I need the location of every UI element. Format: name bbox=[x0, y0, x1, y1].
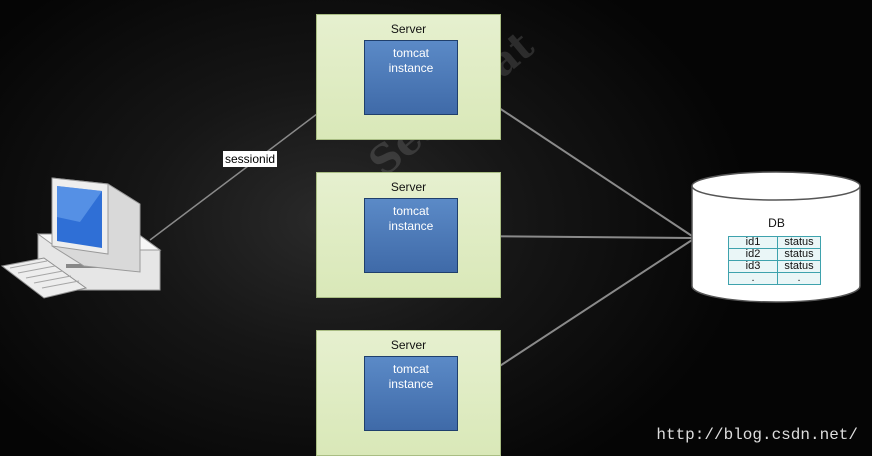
table-cell-id: id1 bbox=[728, 236, 778, 249]
instance-label: instance bbox=[388, 219, 434, 233]
computer-icon bbox=[0, 177, 162, 299]
table-cell-status: . bbox=[777, 272, 821, 285]
table-cell-status: status bbox=[777, 260, 821, 273]
table-cell-status: status bbox=[777, 248, 821, 261]
sessionid-label: sessionid bbox=[223, 151, 278, 167]
instance-label: instance bbox=[388, 61, 434, 75]
tomcat-label: tomcat bbox=[392, 362, 429, 376]
table-cell-id: id2 bbox=[728, 248, 778, 261]
session-table: id1 status id2 status id3 status . . bbox=[728, 236, 821, 285]
table-cell-id: . bbox=[728, 272, 778, 285]
tomcat-label: tomcat bbox=[392, 46, 429, 60]
server-title: Server bbox=[390, 22, 427, 36]
server-box-3: Server tomcat instance bbox=[316, 330, 501, 456]
table-row: id1 status bbox=[728, 236, 821, 249]
tomcat-instance-box: tomcat instance bbox=[364, 198, 458, 273]
tomcat-instance-box: tomcat instance bbox=[364, 40, 458, 115]
db-label: DB bbox=[768, 216, 785, 230]
tomcat-instance-box: tomcat instance bbox=[364, 356, 458, 431]
table-row: . . bbox=[728, 272, 821, 285]
table-row: id2 status bbox=[728, 248, 821, 261]
table-cell-id: id3 bbox=[728, 260, 778, 273]
table-row: id3 status bbox=[728, 260, 821, 273]
server-box-2: Server tomcat instance bbox=[316, 172, 501, 298]
instance-label: instance bbox=[388, 377, 434, 391]
table-cell-status: status bbox=[777, 236, 821, 249]
server-title: Server bbox=[390, 338, 427, 352]
server-box-1: Server tomcat instance bbox=[316, 14, 501, 140]
source-url: http://blog.csdn.net/ bbox=[656, 426, 858, 444]
database-cylinder: DB id1 status id2 status id3 status . . bbox=[690, 170, 863, 304]
server-title: Server bbox=[390, 180, 427, 194]
tomcat-label: tomcat bbox=[392, 204, 429, 218]
